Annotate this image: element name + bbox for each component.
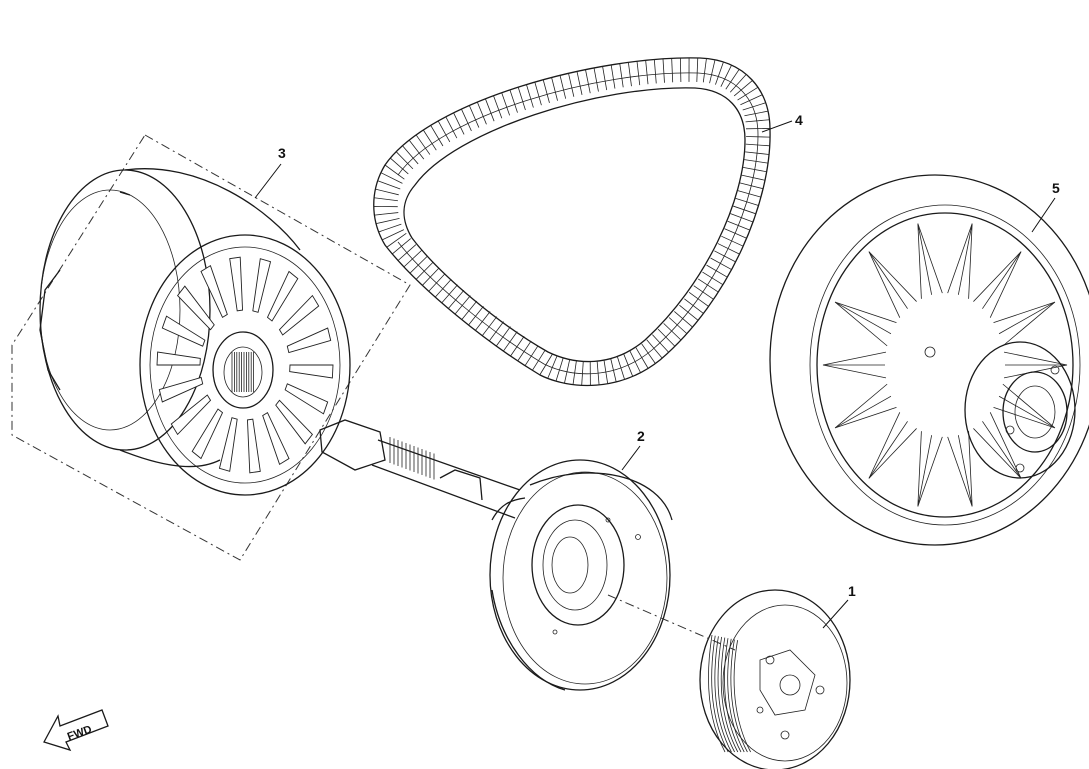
drive-belt [373, 57, 771, 387]
svg-text:1: 1 [848, 583, 856, 599]
callout-5: 5 [1031, 180, 1060, 233]
callout-1: 1 [822, 583, 856, 629]
callout-4: 4 [761, 112, 803, 133]
clutch-shoe-assembly [699, 589, 851, 769]
callout-2: 2 [621, 428, 645, 471]
svg-text:2: 2 [637, 428, 645, 444]
svg-text:5: 5 [1052, 180, 1060, 196]
clutch-drum-with-shaft [319, 419, 673, 691]
driven-pulley [769, 174, 1089, 546]
drive-pulley-assembly [11, 134, 411, 561]
svg-text:3: 3 [278, 145, 286, 161]
alignment-centerline [607, 594, 736, 651]
fwd-arrow-icon: FWD [43, 709, 109, 752]
svg-text:4: 4 [795, 112, 803, 128]
callout-3: 3 [254, 145, 286, 199]
fwd-label: FWD [66, 723, 94, 743]
